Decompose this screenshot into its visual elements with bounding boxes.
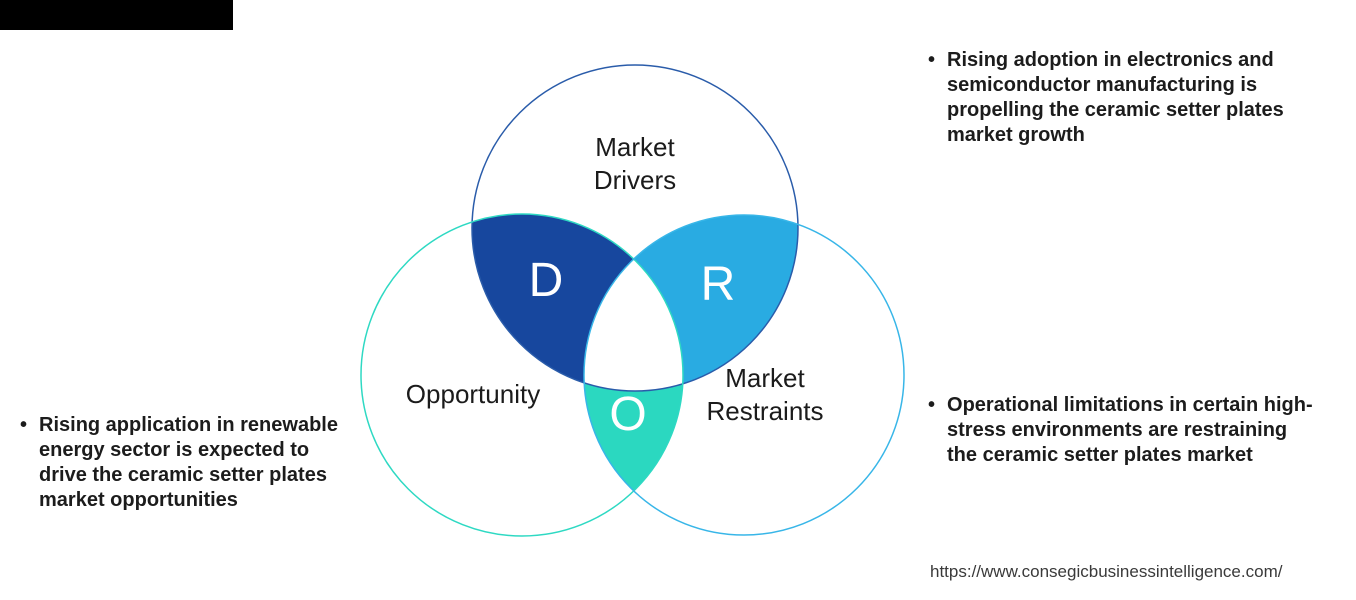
bullet-drivers-text: Rising adoption in electronics and semic… xyxy=(947,49,1284,146)
source-url: https://www.consegicbusinessintelligence… xyxy=(930,562,1283,581)
opportunity-label: Opportunity xyxy=(406,379,540,409)
opportunity-circle xyxy=(360,213,684,537)
bullet-opportunity: • Rising application in renewable energy… xyxy=(20,413,380,513)
drivers-circle xyxy=(471,64,799,392)
top-left-black-bar xyxy=(0,0,233,30)
overlap-letter-d: D xyxy=(529,254,564,307)
bullet-restraints-text: Operational limitations in certain high-… xyxy=(947,394,1313,466)
restraints-circle xyxy=(583,214,905,536)
bullet-marker: • xyxy=(20,414,28,436)
overlap-region-o xyxy=(361,214,683,536)
bullet-marker: • xyxy=(928,394,936,416)
bullet-restraints: • Operational limitations in certain hig… xyxy=(928,393,1343,468)
overlap-letter-o: O xyxy=(609,388,646,441)
drivers-label-line1: Market xyxy=(595,132,675,162)
restraints-label-line1: Market xyxy=(725,363,805,393)
bullet-marker: • xyxy=(928,49,936,71)
bullet-drivers: • Rising adoption in electronics and sem… xyxy=(928,48,1338,148)
overlap-letter-r: R xyxy=(701,258,736,311)
drivers-label-line2: Drivers xyxy=(594,165,676,195)
restraints-label-line2: Restraints xyxy=(706,396,823,426)
bullet-opportunity-text: Rising application in renewable energy s… xyxy=(39,414,338,511)
